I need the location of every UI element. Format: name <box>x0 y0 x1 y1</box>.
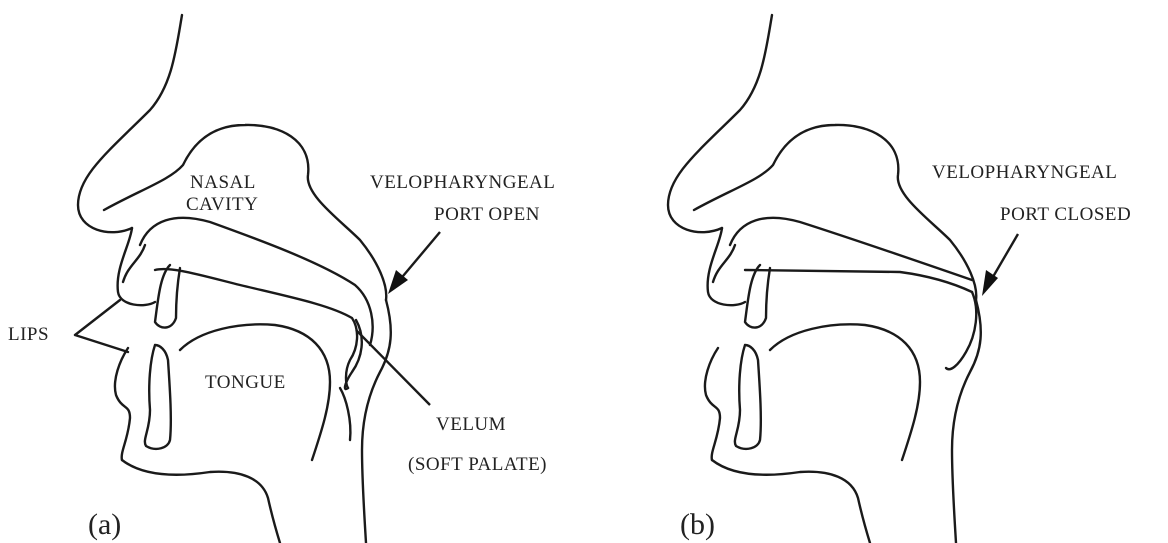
face-profile-outline <box>78 15 182 232</box>
upper-incisor-outline-b <box>745 265 770 328</box>
panel-a: NASAL CAVITY VELOPHARYNGEAL PORT OPEN LI… <box>8 15 560 543</box>
nasal-cavity-outline-b <box>694 125 976 300</box>
jaw-outline-b <box>712 460 870 543</box>
velum-label-line1: VELUM <box>436 414 506 435</box>
panel-b-label: (b) <box>680 508 715 541</box>
nasal-cavity-label-line2: CAVITY <box>186 194 258 215</box>
tongue-outline-b <box>770 324 920 460</box>
hard-palate-outline <box>140 218 373 345</box>
jaw-outline <box>122 460 280 543</box>
lower-incisor-outline-b <box>735 345 761 449</box>
lower-incisor-outline <box>145 345 171 449</box>
nasal-cavity-label: NASAL CAVITY <box>186 172 260 215</box>
velum-label: VELUM (SOFT PALATE) <box>408 414 547 475</box>
port-closed-arrow-line <box>990 234 1018 282</box>
upper-lip-outline <box>118 228 155 305</box>
velum-label-line2: (SOFT PALATE) <box>408 454 547 475</box>
port-open-arrow-line <box>398 232 440 282</box>
nasal-cavity-label-line1: NASAL <box>190 172 255 193</box>
port-open-label-line1: VELOPHARYNGEAL <box>370 172 555 193</box>
upper-incisor-outline <box>155 265 180 328</box>
lips-label: LIPS <box>8 324 49 345</box>
velopharyngeal-port-open-label: VELOPHARYNGEAL PORT OPEN <box>370 172 560 225</box>
velum-outline-b <box>946 292 976 369</box>
panel-a-label: (a) <box>88 508 121 541</box>
velum-pointer-line <box>356 330 430 405</box>
velopharyngeal-port-closed-label: VELOPHARYNGEAL PORT CLOSED <box>932 162 1131 225</box>
tongue-label: TONGUE <box>205 372 286 393</box>
upper-lip-outline-b <box>708 228 745 305</box>
panel-b: VELOPHARYNGEAL PORT CLOSED (b) <box>668 15 1131 543</box>
port-closed-label-line1: VELOPHARYNGEAL <box>932 162 1117 183</box>
pharynx-inner-outline <box>340 388 350 440</box>
pharynx-wall-outline <box>362 300 391 543</box>
pharynx-wall-outline-b <box>952 300 981 543</box>
port-closed-label-line2: PORT CLOSED <box>1000 204 1131 225</box>
lower-lip-outline-b <box>705 348 720 460</box>
port-open-label-line2: PORT OPEN <box>434 204 540 225</box>
lips-pointer-lines <box>75 300 128 352</box>
lower-lip-outline <box>115 348 130 460</box>
face-profile-outline-b <box>668 15 772 232</box>
